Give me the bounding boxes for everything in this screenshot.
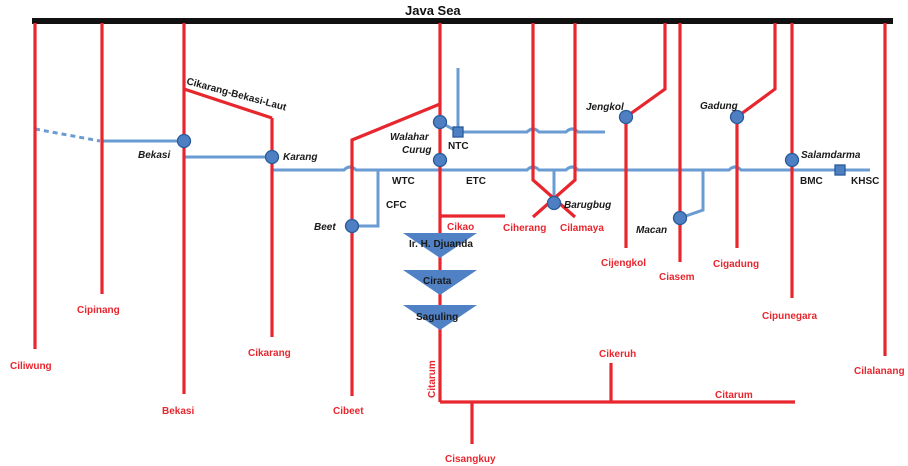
canal-dashed-extension: [34, 127, 101, 143]
dam-cirata-label: Cirata: [423, 276, 452, 287]
label-cikao: Cikao: [447, 222, 474, 233]
label-curug-node: Curug: [402, 145, 431, 156]
label-cikeruh: Cikeruh: [599, 349, 636, 360]
label-citarum-horizontal: Citarum: [715, 390, 753, 401]
label-cijengkol: Cijengkol: [601, 258, 646, 269]
label-jengkol-node: Jengkol: [586, 102, 624, 113]
label-bmc: BMC: [800, 176, 823, 187]
label-etc: ETC: [466, 176, 486, 187]
label-walahar-node: Walahar: [390, 132, 430, 143]
label-beet-node: Beet: [314, 222, 336, 233]
label-bekasi-river: Bekasi: [162, 406, 194, 417]
label-ciasem: Ciasem: [659, 272, 695, 283]
node-gadung: [729, 109, 745, 125]
canal-etc: [440, 165, 792, 172]
dam-saguling: [403, 305, 477, 330]
java-sea-label: Java Sea: [405, 3, 461, 18]
river-cigadung: [736, 23, 777, 119]
river-cijengkol: [625, 23, 667, 119]
river-cikarang-bekasi-laut: [183, 87, 273, 120]
label-cfc: CFC: [386, 200, 407, 211]
node-khsc-square: [834, 164, 846, 176]
label-salamdarma-node: Salamdarma: [801, 150, 861, 161]
node-walahar: [432, 114, 448, 130]
label-khsc: KHSC: [851, 176, 879, 187]
label-ciherang: Ciherang: [503, 223, 546, 234]
label-cipinang: Cipinang: [77, 305, 120, 316]
dam-djuanda-label: Ir. H. Djuanda: [409, 239, 473, 250]
node-barugbug: [546, 195, 562, 211]
label-macan-node: Macan: [636, 225, 667, 236]
river-ciherang: [531, 23, 577, 219]
node-macan: [672, 210, 688, 226]
dam-djuanda: [403, 233, 477, 258]
river-cibeet: [350, 102, 441, 396]
river-cilamaya: [531, 23, 577, 219]
label-cilalanang: Cilalanang: [854, 366, 905, 377]
node-jengkol: [618, 109, 634, 125]
label-cipunegara: Cipunegara: [762, 311, 817, 322]
label-barugbug-node: Barugbug: [564, 200, 611, 211]
node-salamdarma: [784, 152, 800, 168]
node-curug: [432, 152, 448, 168]
label-cikarang: Cikarang: [248, 348, 291, 359]
label-wtc: WTC: [392, 176, 415, 187]
label-bekasi-node: Bekasi: [138, 150, 170, 161]
label-ntc: NTC: [448, 141, 469, 152]
label-cibeet: Cibeet: [333, 406, 364, 417]
label-cigadung: Cigadung: [713, 259, 759, 270]
label-cilamaya: Cilamaya: [560, 223, 604, 234]
dam-saguling-label: Saguling: [416, 312, 458, 323]
label-karang-node: Karang: [283, 152, 317, 163]
canal-cfc: [352, 170, 380, 228]
dam-cirata: [403, 270, 477, 295]
node-beet: [344, 218, 360, 234]
label-citarum-vertical: Citarum: [427, 360, 438, 398]
label-ciliwung: Ciliwung: [10, 361, 52, 372]
canal-wtc: [270, 157, 440, 172]
label-cisangkuy: Cisangkuy: [445, 454, 496, 465]
label-gadung-node: Gadung: [700, 101, 738, 112]
canal-macan-branch: [679, 170, 705, 220]
node-karang: [264, 149, 280, 165]
node-ntc-square: [452, 126, 464, 138]
node-bekasi: [176, 133, 192, 149]
